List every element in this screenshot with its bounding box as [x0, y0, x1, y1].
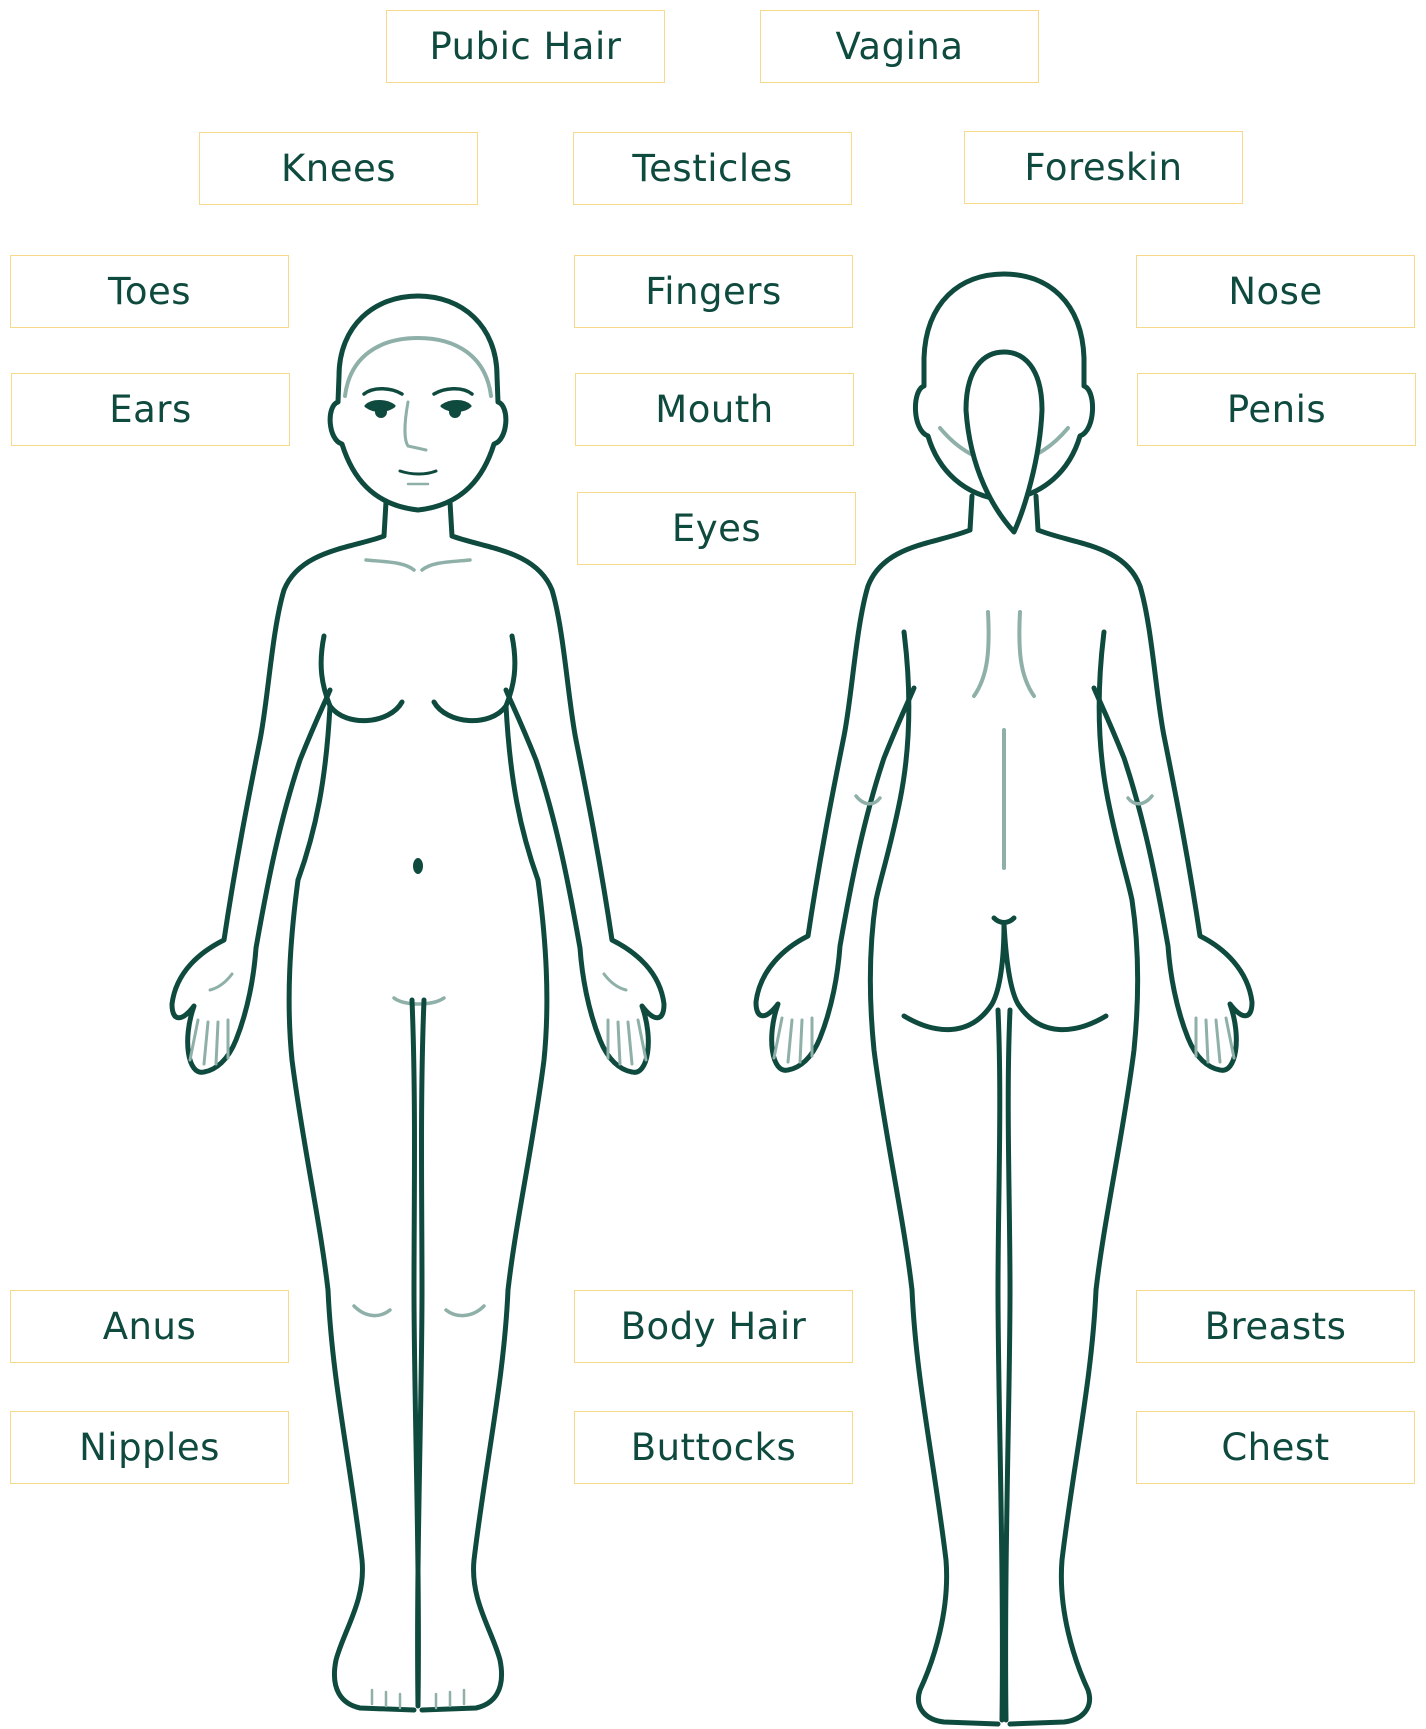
- front-knee-left: [354, 1306, 390, 1316]
- front-breasts: [321, 636, 515, 721]
- front-torso-right: [508, 880, 547, 1290]
- front-knee-right: [446, 1306, 484, 1316]
- front-left-palm-lines: [190, 974, 232, 1064]
- back-inner-legs: [998, 1010, 1010, 1720]
- label-body-hair[interactable]: Body Hair: [574, 1290, 853, 1363]
- label-fingers[interactable]: Fingers: [574, 255, 853, 328]
- label-ears[interactable]: Ears: [11, 373, 290, 446]
- label-mouth[interactable]: Mouth: [575, 373, 854, 446]
- front-groin: [394, 998, 444, 1004]
- front-left-arm: [172, 536, 384, 1072]
- front-right-palm-lines: [604, 974, 646, 1064]
- front-neck-right: [450, 502, 452, 536]
- label-breasts[interactable]: Breasts: [1136, 1290, 1415, 1363]
- label-knees[interactable]: Knees: [199, 132, 478, 205]
- back-shoulder-blades: [974, 612, 1034, 696]
- label-penis[interactable]: Penis: [1137, 373, 1416, 446]
- label-toes[interactable]: Toes: [10, 255, 289, 328]
- label-eyes[interactable]: Eyes: [577, 492, 856, 565]
- label-chest[interactable]: Chest: [1136, 1411, 1415, 1484]
- back-torso-left: [870, 900, 912, 1290]
- front-collarbones: [366, 560, 470, 570]
- label-buttocks[interactable]: Buttocks: [574, 1411, 853, 1484]
- label-anus[interactable]: Anus: [10, 1290, 289, 1363]
- front-navel: [413, 858, 423, 874]
- label-nipples[interactable]: Nipples: [10, 1411, 289, 1484]
- front-head-outline: [330, 296, 506, 510]
- front-pupil-right: [449, 406, 461, 418]
- back-left-hand-lines: [774, 1018, 812, 1062]
- back-neck-left: [970, 496, 972, 530]
- back-neck-right: [1036, 496, 1038, 530]
- front-inner-legs: [412, 1000, 424, 1706]
- back-right-elbow: [1128, 796, 1152, 804]
- front-pupil-left: [375, 406, 387, 418]
- label-nose[interactable]: Nose: [1136, 255, 1415, 328]
- back-left-elbow: [856, 796, 880, 804]
- label-vagina[interactable]: Vagina: [760, 10, 1039, 83]
- label-testicles[interactable]: Testicles: [573, 132, 852, 205]
- front-neck-left: [384, 502, 386, 536]
- label-foreskin[interactable]: Foreskin: [964, 131, 1243, 204]
- back-buttocks: [904, 918, 1106, 1030]
- back-torso-right: [1096, 900, 1138, 1290]
- front-right-arm: [452, 536, 664, 1072]
- back-right-hand-lines: [1196, 1018, 1234, 1062]
- front-torso-left: [289, 880, 328, 1290]
- back-ponytail: [966, 352, 1042, 532]
- label-pubic-hair[interactable]: Pubic Hair: [386, 10, 665, 83]
